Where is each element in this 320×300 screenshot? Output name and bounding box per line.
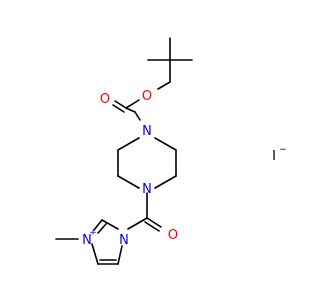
- tert-butyl-bonds: [147, 37, 193, 83]
- piperazine-ring-bonds: [117, 137, 177, 189]
- ester-oxygen-label: O: [142, 89, 152, 104]
- imidazolium-nitrogen-label: N: [82, 233, 92, 248]
- negative-charge-label: −: [279, 145, 287, 155]
- boc-bonds: [112, 81, 171, 121]
- structure-canvas: O O N N O N + N I −: [55, 37, 287, 265]
- positive-charge-label: +: [89, 228, 97, 238]
- molecule-diagram: O O N N O N + N I −: [55, 37, 287, 265]
- piperazine-nitrogen-bottom-label: N: [142, 182, 152, 197]
- amide-bonds: [127, 192, 162, 232]
- amide-oxygen-label: O: [168, 228, 178, 243]
- imidazolium-ring-bonds: [55, 219, 123, 265]
- piperazine-nitrogen-top-label: N: [142, 124, 152, 139]
- imidazole-nitrogen-label: N: [119, 233, 129, 248]
- iodide-label: I: [272, 149, 276, 164]
- boc-carbonyl-oxygen-label: O: [100, 92, 110, 107]
